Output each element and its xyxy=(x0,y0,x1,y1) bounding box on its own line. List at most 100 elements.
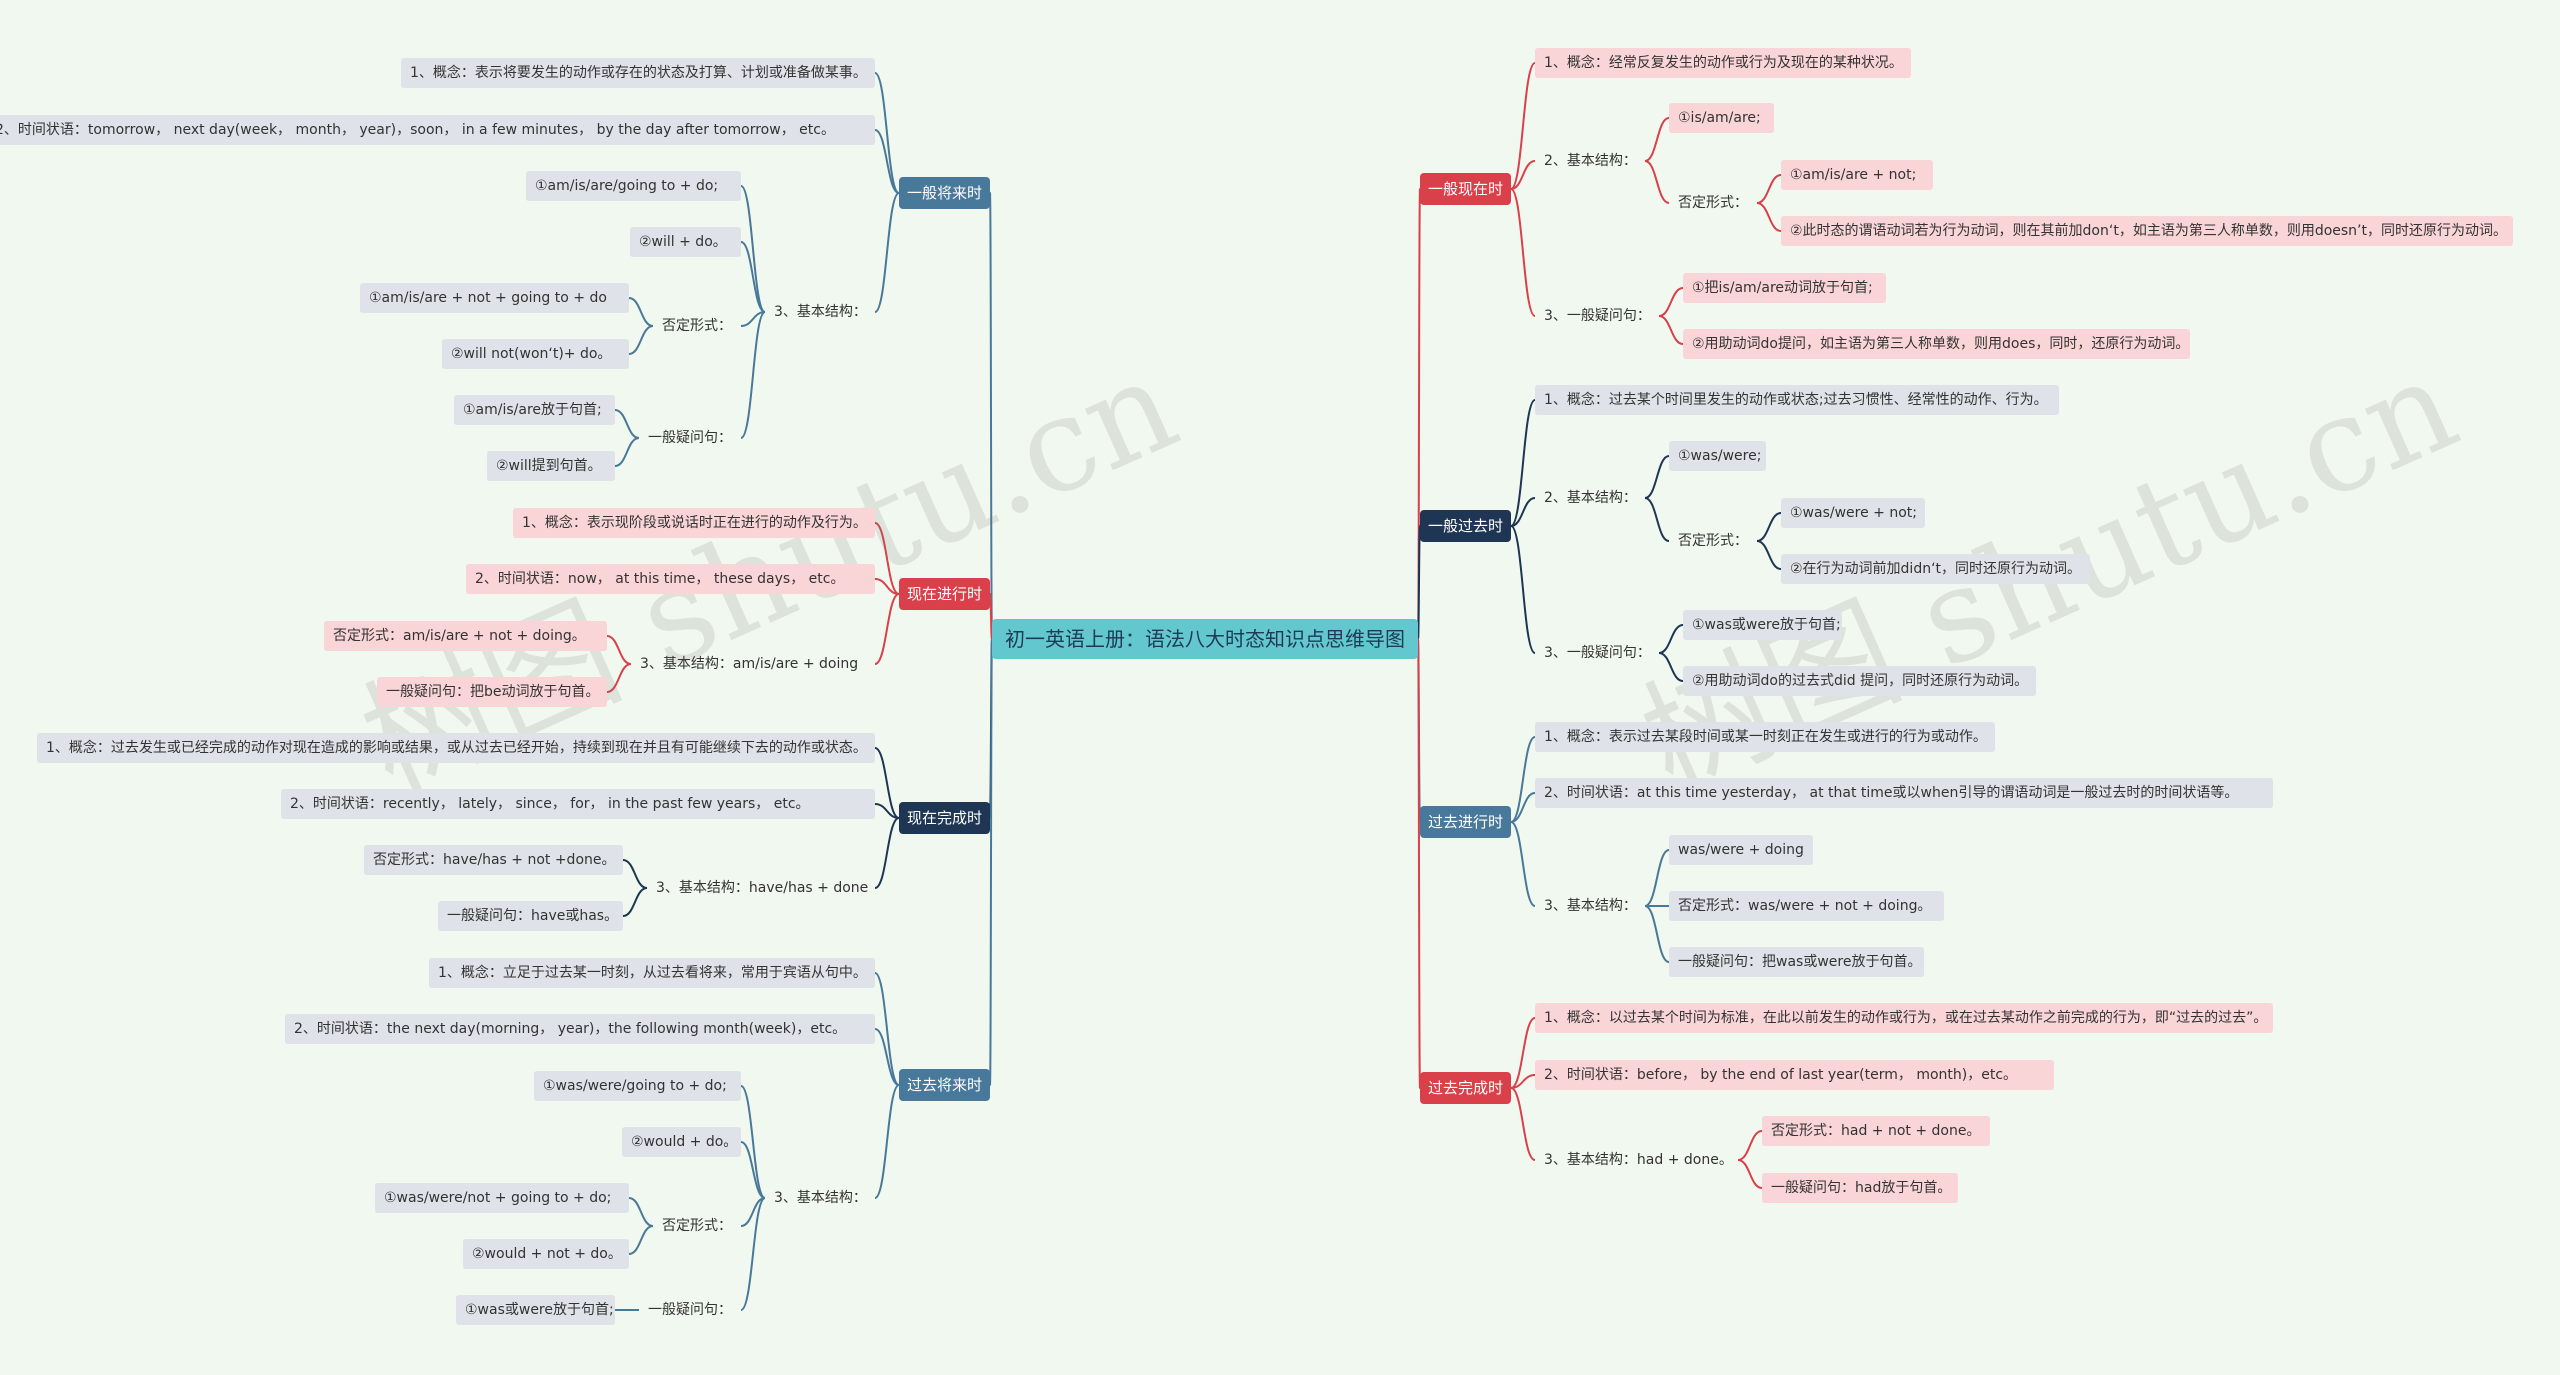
subtopic[interactable]: 3、基本结构：had + done。 xyxy=(1544,1152,1733,1168)
connector xyxy=(622,859,648,889)
subtopic[interactable]: 2、基本结构： xyxy=(1544,490,1637,506)
branch-2[interactable]: 现在完成时 xyxy=(899,802,990,834)
branch-4[interactable]: 一般现在时 xyxy=(1420,173,1511,205)
leaf-item[interactable]: ②用助动词do提问，如主语为第三人称单数，则用does，同时，还原行为动词。 xyxy=(1683,329,2190,359)
branch-6[interactable]: 过去进行时 xyxy=(1420,806,1511,838)
leaf-item[interactable]: 1、概念：过去发生或已经完成的动作对现在造成的影响或结果，或从过去已经开始，持续… xyxy=(37,733,875,763)
subtopic[interactable]: 一般疑问句： xyxy=(648,430,732,446)
leaf-item[interactable]: 2、时间状语：the next day(morning， year)，the f… xyxy=(285,1014,875,1044)
leaf-item[interactable]: ①was/were + not; xyxy=(1781,498,1925,528)
leaf-item[interactable]: ②用助动词do的过去式did 提问，同时还原行为动词。 xyxy=(1683,666,2036,696)
connector xyxy=(1510,497,1536,527)
leaf-item[interactable]: 一般疑问句：had放于句首。 xyxy=(1762,1173,1958,1203)
leaf-item[interactable]: 2、时间状语：tomorrow， next day(week， month， y… xyxy=(0,115,875,145)
leaf-item[interactable]: 一般疑问句：把was或were放于句首。 xyxy=(1669,947,1924,977)
connector xyxy=(874,192,900,313)
connector xyxy=(1644,849,1670,907)
leaf-item[interactable]: 2、时间状语：now， at this time， these days， et… xyxy=(466,564,875,594)
connector xyxy=(1510,62,1536,190)
leaf-item[interactable]: 2、时间状语：at this time yesterday， at that t… xyxy=(1535,778,2273,808)
leaf-item[interactable]: 1、概念：过去某个时间里发生的动作或状态;过去习惯性、经常性的动作、行为。 xyxy=(1535,385,2059,415)
leaf-item[interactable]: ①was/were/not + going to + do; xyxy=(375,1183,629,1213)
leaf-item[interactable]: ②would + do。 xyxy=(622,1127,741,1157)
subtopic[interactable]: 否定形式： xyxy=(662,318,732,334)
leaf-item[interactable]: ②will提到句首。 xyxy=(487,451,615,481)
connector xyxy=(628,297,654,327)
connector xyxy=(614,437,640,467)
leaf-item[interactable]: ①was/were; xyxy=(1669,441,1766,471)
connector xyxy=(1756,540,1782,570)
leaf-item[interactable]: ①am/is/are + not; xyxy=(1781,160,1933,190)
subtopic[interactable]: 3、一般疑问句： xyxy=(1544,645,1651,661)
subtopic[interactable]: 3、基本结构： xyxy=(774,1190,867,1206)
subtopic[interactable]: 3、基本结构：have/has + done xyxy=(656,880,869,896)
connector xyxy=(874,578,900,595)
connector xyxy=(989,192,993,640)
connector xyxy=(628,1197,654,1227)
leaf-item[interactable]: 否定形式：was/were + not + doing。 xyxy=(1669,891,1944,921)
connector xyxy=(740,1197,766,1311)
subtopic[interactable]: 一般疑问句： xyxy=(648,1302,732,1318)
connector xyxy=(989,638,993,1086)
subtopic[interactable]: 2、基本结构： xyxy=(1544,153,1637,169)
leaf-item[interactable]: ①was或were放于句首; xyxy=(1683,610,1842,640)
connector xyxy=(1756,174,1782,204)
connector xyxy=(874,129,900,194)
connector xyxy=(1644,117,1670,162)
connector xyxy=(989,593,993,640)
connector xyxy=(1510,1087,1536,1161)
leaf-item[interactable]: 一般疑问句：have或has。 xyxy=(438,901,623,931)
connector xyxy=(1658,652,1684,682)
leaf-item[interactable]: ①is/am/are; xyxy=(1669,103,1774,133)
connector xyxy=(740,1085,766,1199)
connector xyxy=(1737,1159,1763,1189)
connector xyxy=(1737,1130,1763,1161)
connector xyxy=(1510,736,1536,823)
leaf-item[interactable]: 1、概念：以过去某个时间为标准，在此以前发生的动作或行为，或在过去某动作之前完成… xyxy=(1535,1003,2273,1033)
subtopic[interactable]: 3、一般疑问句： xyxy=(1544,308,1651,324)
connector xyxy=(874,1028,900,1086)
leaf-item[interactable]: ①was或were放于句首; xyxy=(456,1295,615,1325)
connector xyxy=(740,311,766,439)
root-topic[interactable]: 初一英语上册：语法八大时态知识点思维导图 xyxy=(992,619,1418,659)
branch-1[interactable]: 现在进行时 xyxy=(899,578,990,610)
subtopic[interactable]: 3、基本结构： xyxy=(1544,898,1637,914)
leaf-item[interactable]: ①am/is/are放于句首; xyxy=(454,395,615,425)
leaf-item[interactable]: was/were + doing xyxy=(1669,835,1813,865)
leaf-item[interactable]: 2、时间状语：recently， lately， since， for， in … xyxy=(281,789,875,819)
branch-7[interactable]: 过去完成时 xyxy=(1420,1072,1511,1104)
leaf-item[interactable]: 2、时间状语：before， by the end of last year(t… xyxy=(1535,1060,2054,1090)
subtopic[interactable]: 否定形式： xyxy=(662,1218,732,1234)
connector xyxy=(1644,905,1670,963)
leaf-item[interactable]: 1、概念：表示将要发生的动作或存在的状态及打算、计划或准备做某事。 xyxy=(401,58,875,88)
leaf-item[interactable]: ①把is/am/are动词放于句首; xyxy=(1683,273,1886,303)
subtopic[interactable]: 3、基本结构： xyxy=(774,304,867,320)
leaf-item[interactable]: ②will not(won‘t)+ do。 xyxy=(442,339,629,369)
leaf-item[interactable]: ②would + not + do。 xyxy=(463,1239,629,1269)
leaf-item[interactable]: 一般疑问句：把be动词放于句首。 xyxy=(377,677,607,707)
subtopic[interactable]: 否定形式： xyxy=(1678,533,1748,549)
leaf-item[interactable]: ①was/were/going to + do; xyxy=(534,1071,741,1101)
leaf-item[interactable]: ①am/is/are + not + going to + do xyxy=(360,283,629,313)
leaf-item[interactable]: 否定形式：had + not + done。 xyxy=(1762,1116,1990,1146)
connector xyxy=(622,887,648,917)
leaf-item[interactable]: ②will + do。 xyxy=(630,227,741,257)
connector xyxy=(1644,160,1670,204)
branch-3[interactable]: 过去将来时 xyxy=(899,1069,990,1101)
leaf-item[interactable]: ①am/is/are/going to + do; xyxy=(526,171,741,201)
connector xyxy=(874,803,900,819)
leaf-item[interactable]: 1、概念：表示现阶段或说话时正在进行的动作及行为。 xyxy=(513,508,875,538)
leaf-item[interactable]: 1、概念：经常反复发生的动作或行为及现在的某种状况。 xyxy=(1535,48,1911,78)
leaf-item[interactable]: 1、概念：立足于过去某一时刻，从过去看将来，常用于宾语从句中。 xyxy=(429,958,875,988)
leaf-item[interactable]: ②在行为动词前加didn‘t，同时还原行为动词。 xyxy=(1781,554,2090,584)
leaf-item[interactable]: ②此时态的谓语动词若为行为动词，则在其前加don‘t，如主语为第三人称单数，则用… xyxy=(1781,216,2513,246)
leaf-item[interactable]: 否定形式：have/has + not +done。 xyxy=(364,845,623,875)
connector xyxy=(1417,525,1421,640)
branch-0[interactable]: 一般将来时 xyxy=(899,177,990,209)
subtopic[interactable]: 否定形式： xyxy=(1678,195,1748,211)
subtopic[interactable]: 3、基本结构：am/is/are + doing xyxy=(640,656,859,672)
leaf-item[interactable]: 否定形式：am/is/are + not + doing。 xyxy=(324,621,607,651)
leaf-item[interactable]: 1、概念：表示过去某段时间或某一时刻正在发生或进行的行为或动作。 xyxy=(1535,722,1995,752)
branch-5[interactable]: 一般过去时 xyxy=(1420,510,1511,542)
connector xyxy=(740,185,766,313)
